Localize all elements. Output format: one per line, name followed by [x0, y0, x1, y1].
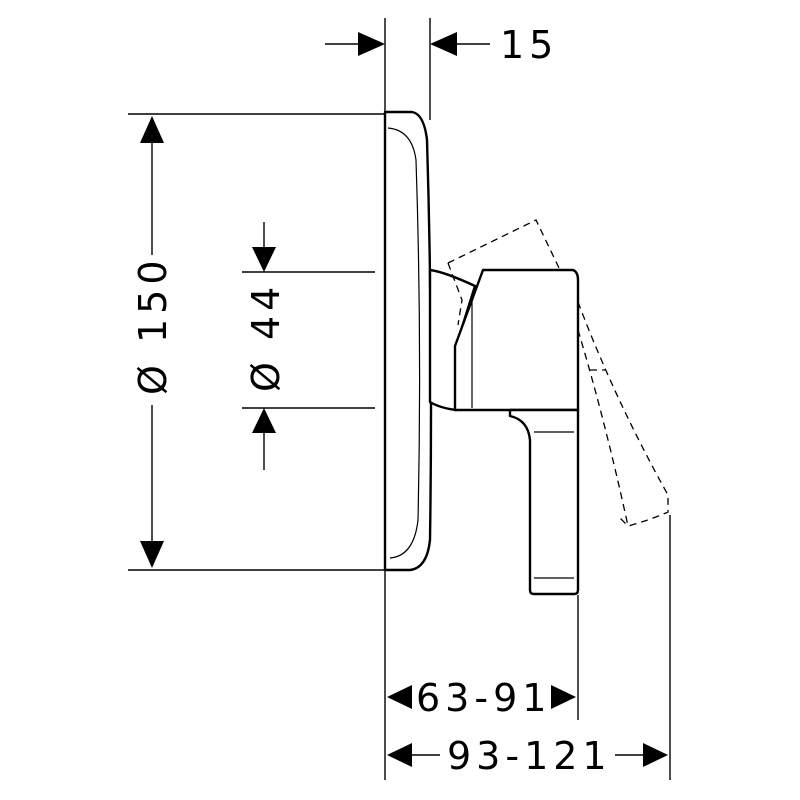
dim-depth-top-label: 15: [500, 23, 558, 67]
dim-diameter-inner: Ø 44: [244, 222, 288, 470]
dim-projection-total: 93-121: [387, 734, 668, 778]
dim-diameter-inner-label: Ø 44: [244, 282, 288, 392]
handle-body: [453, 268, 580, 412]
dim-projection-handle-label: 63-91: [416, 676, 551, 720]
dim-depth-top: 15: [325, 23, 558, 67]
extension-lines: [128, 18, 671, 780]
handle-alternate-position: [447, 219, 669, 527]
handle-lever: [508, 408, 580, 596]
escutcheon-plate: [383, 110, 433, 572]
dim-projection-total-label: 93-121: [447, 734, 612, 778]
dim-diameter-outer-label: Ø 150: [131, 255, 175, 395]
dim-diameter-outer: Ø 150: [131, 116, 175, 568]
dim-projection-handle: 63-91: [387, 676, 576, 720]
